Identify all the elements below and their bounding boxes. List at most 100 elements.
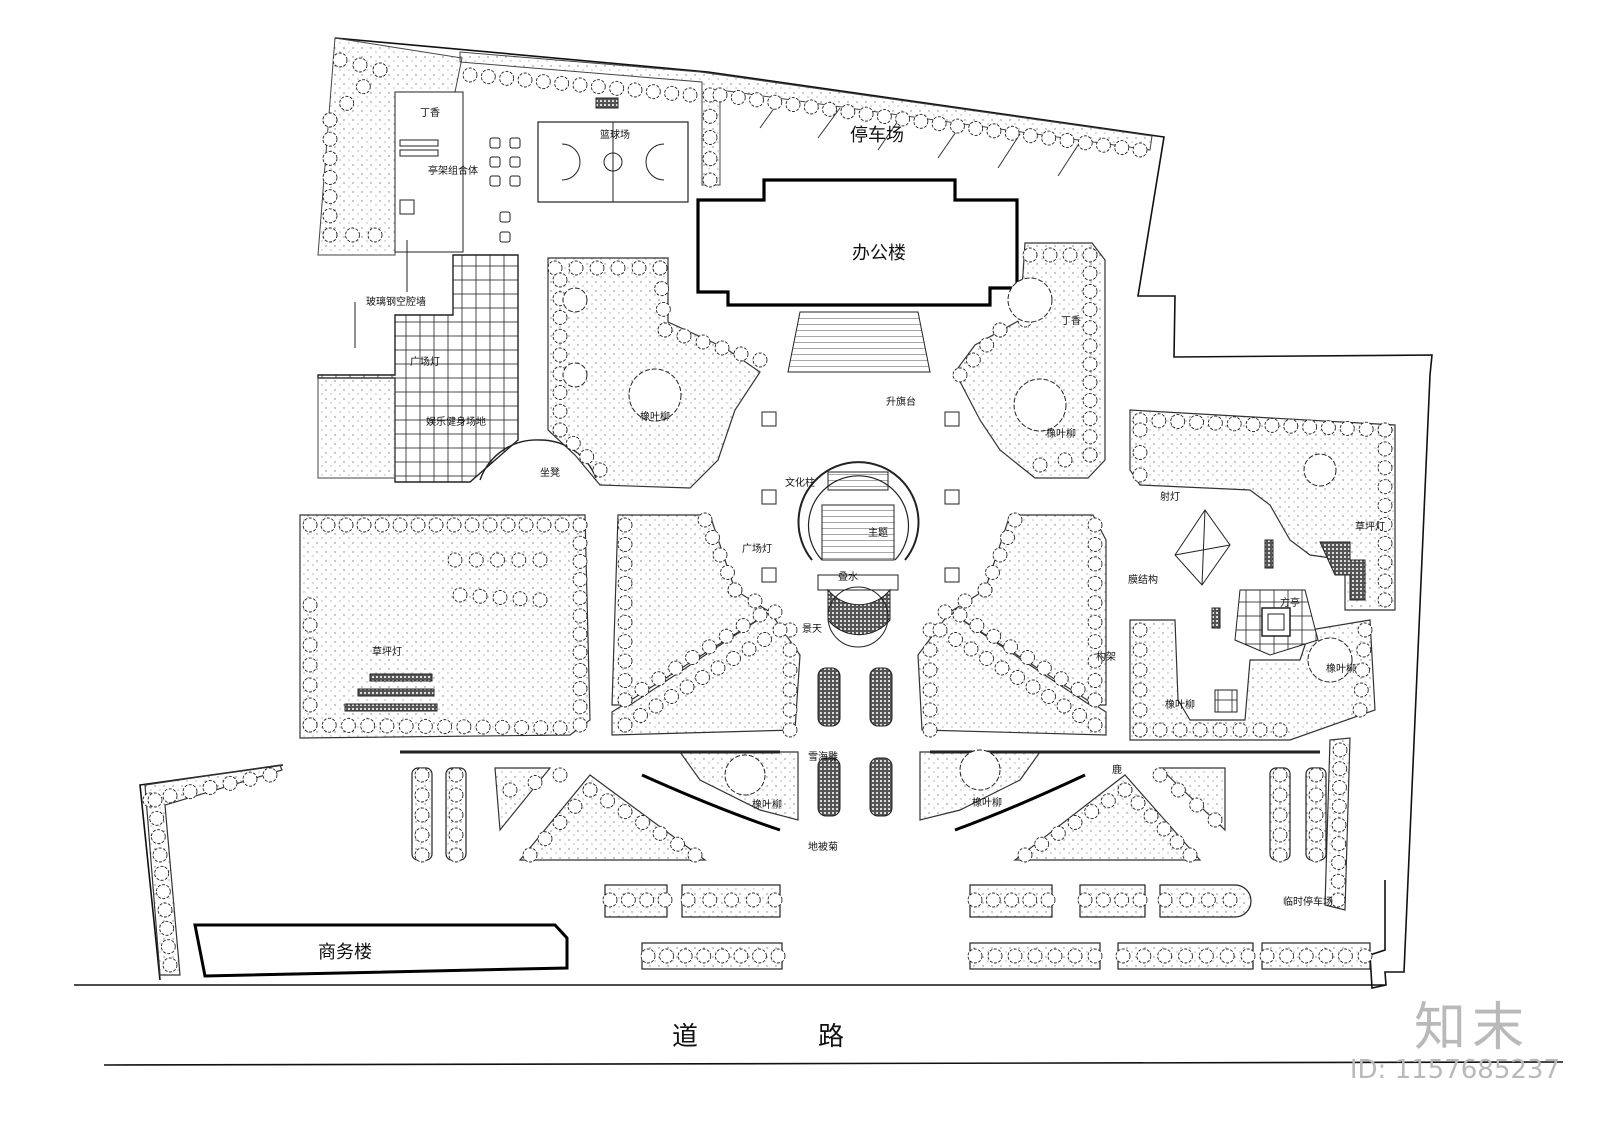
tree-symbol (657, 892, 673, 908)
tree-symbol (446, 517, 462, 533)
tree-symbol (572, 77, 588, 93)
fitness-plaza (317, 240, 597, 483)
tree-symbol (1272, 827, 1288, 843)
tree-symbol (1245, 417, 1261, 433)
tree-symbol (554, 517, 570, 533)
tree-symbol (582, 782, 598, 798)
tree-symbol (1114, 140, 1130, 156)
tree-symbol (152, 847, 168, 863)
parking-label: 停车场 (850, 125, 904, 146)
tree-symbol (437, 719, 453, 735)
tree-symbol (448, 787, 464, 803)
feature-tree-symbol (1307, 637, 1353, 683)
tree-symbol (302, 677, 318, 693)
tree-symbol (659, 948, 675, 964)
tree-symbol (456, 719, 472, 735)
tree-symbol (448, 767, 464, 783)
tree-symbol (322, 227, 338, 243)
tree-symbol (1077, 892, 1093, 908)
tree-symbol (968, 121, 984, 136)
tree-symbol (1087, 673, 1103, 689)
tree-symbol (1025, 679, 1041, 695)
tree-symbol (149, 810, 165, 826)
tree-symbol (803, 99, 819, 115)
tree-symbol (969, 618, 985, 634)
tree-symbol (502, 782, 518, 798)
tree-symbol (302, 697, 318, 713)
tree-symbol (1331, 798, 1347, 814)
office-label: 办公楼 (852, 243, 906, 264)
tree-symbol (1059, 132, 1075, 148)
tree-symbol (963, 641, 979, 657)
feature-tree-symbol (959, 749, 1001, 791)
tree-symbol (635, 815, 650, 830)
sea-carving-label: 雪海雕 (808, 750, 838, 763)
tree-symbol (160, 939, 176, 955)
plaza-lamp-c-label: 广场灯 (742, 542, 772, 555)
tree-symbol (1356, 642, 1372, 658)
tree-symbol (1100, 793, 1116, 809)
tree-symbol (668, 660, 684, 676)
tree-symbol (482, 517, 498, 533)
tree-symbol (948, 632, 963, 647)
tree-symbol (1132, 702, 1148, 718)
frame-label: 构架 (1096, 650, 1116, 663)
tree-symbol (922, 682, 938, 698)
ground-lamp-label: 地被菊 (808, 840, 838, 853)
tree-symbol (702, 130, 718, 145)
tree-symbol (162, 788, 178, 804)
tree-symbol (1330, 892, 1346, 908)
feature-tree-symbol (1007, 277, 1053, 323)
tree-symbol (822, 101, 838, 117)
tree-symbol (1053, 671, 1069, 687)
tree-symbol (617, 517, 633, 533)
tree-symbol (414, 767, 430, 783)
lawn-lamp-w-label: 草坪灯 (372, 645, 402, 658)
tree-symbol (1377, 498, 1393, 514)
tree-symbol (937, 604, 953, 620)
tree-symbol (1067, 815, 1083, 830)
willow-w-label: 橡叶柳 (1165, 698, 1195, 711)
watermark-logo: 知末 (1413, 998, 1530, 1058)
tree-symbol (1004, 892, 1019, 908)
tree-symbol (1132, 467, 1148, 483)
tree-symbol (1152, 722, 1168, 738)
tree-symbol (1000, 530, 1015, 545)
tree-symbol (472, 588, 488, 604)
tree-symbol (651, 671, 667, 687)
tree-symbol (1308, 827, 1324, 843)
tree-symbol (782, 702, 798, 718)
tree-symbol (518, 517, 534, 533)
tree-symbol (967, 892, 983, 908)
tree-symbol (572, 535, 588, 551)
tree-symbol (150, 829, 166, 845)
tree-symbol (552, 403, 568, 419)
tree-symbol (1353, 682, 1369, 698)
tree-symbol (464, 517, 480, 533)
tree-symbol (1057, 452, 1073, 468)
tree-symbol (1157, 948, 1173, 964)
tree-symbol (652, 825, 668, 841)
tree-symbol (895, 111, 911, 127)
tree-symbol (1377, 479, 1393, 495)
feature-tree-symbol (724, 754, 766, 796)
membrane-label: 膜结构 (1128, 573, 1158, 586)
plaza-lamp-nw-label: 广场灯 (410, 355, 440, 368)
willow-s-label: 橡叶柳 (752, 798, 782, 811)
tree-symbol (1040, 892, 1056, 908)
tree-symbol (1087, 634, 1103, 650)
tree-symbol (932, 622, 948, 638)
tree-symbol (1283, 418, 1299, 434)
central-planters (817, 667, 893, 817)
tree-symbol (627, 82, 643, 98)
tree-symbol (1182, 847, 1198, 863)
tree-symbol (552, 720, 568, 736)
tree-symbol (922, 642, 938, 658)
tree-symbol (702, 108, 718, 124)
tree-symbol (320, 517, 336, 533)
tree-symbol (1308, 767, 1324, 783)
tree-symbol (986, 123, 1002, 139)
tree-symbol (617, 595, 633, 611)
tree-symbol (1032, 457, 1048, 473)
tree-symbol (1264, 417, 1280, 433)
